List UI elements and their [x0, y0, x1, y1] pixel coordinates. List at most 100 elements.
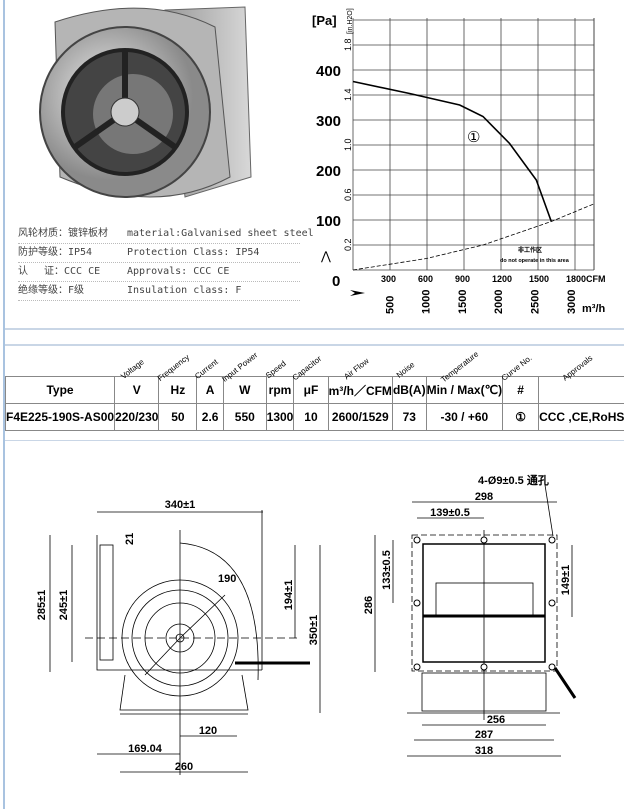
spec-en: material:Galvanised sheet steel	[127, 228, 314, 239]
data-cell: -30 / +60	[425, 403, 504, 431]
x-tick-m3h: 1000	[421, 290, 433, 314]
x-tick-m3h: 1500	[457, 290, 469, 314]
dim-169: 169.04	[128, 743, 163, 755]
divider	[5, 328, 624, 330]
y-tick: 400	[316, 63, 341, 80]
unit-cell: rpm	[265, 376, 295, 404]
data-cell: F4E225-190S-AS00	[4, 403, 116, 431]
zone-cn: 非工作区	[518, 246, 542, 254]
y-unit: [Pa]	[312, 13, 337, 28]
unit-cell: dB(A)	[391, 376, 427, 404]
spec-cn: 防护等级：IP54	[18, 247, 93, 258]
y2-tick: 1.4	[343, 88, 353, 101]
spec-line: 绝缘等级：F级 Insulation class: F	[18, 282, 300, 301]
spec-en: Approvals: CCC CE	[127, 266, 230, 277]
x2-unit: m³/h	[582, 303, 606, 315]
data-cell: 2600/1529	[327, 403, 393, 431]
zone-en: do not operate in this area	[500, 258, 570, 264]
header-cell: Curve No.	[499, 346, 539, 382]
spec-en: Protection Class: IP54	[127, 247, 260, 258]
y-tick: 0	[332, 273, 340, 290]
x-tick-cfm: 900	[455, 274, 470, 284]
y2-tick: 0.6	[343, 188, 353, 201]
dim-149: 149±1	[560, 565, 572, 596]
arrow-right-icon	[350, 290, 365, 296]
x-tick-m3h: 3000	[566, 290, 578, 314]
unit-cell	[538, 376, 624, 404]
dim-260: 260	[175, 761, 193, 773]
fan-photo	[39, 6, 252, 198]
y2-tick: 0.2	[343, 238, 353, 251]
y-tick: 300	[316, 113, 341, 130]
dim-139: 139±0.5	[430, 507, 470, 519]
curve-label: ①	[467, 129, 480, 146]
series-curve-1	[352, 80, 553, 222]
spec-cn: 风轮材质：镀锌板材	[18, 228, 108, 239]
x-tick-cfm: 1500	[529, 274, 549, 284]
unit-cell: μF	[293, 376, 329, 404]
header-cell: Capacitor	[290, 346, 328, 382]
unit-cell: Type	[4, 376, 116, 404]
data-cell: 220/230	[114, 403, 160, 431]
header-cell: Air Flow	[328, 346, 392, 381]
unit-cell: m³/h／CFM	[327, 376, 393, 404]
dim-21: 21	[124, 533, 136, 545]
x-tick-cfm: 1800CFM	[566, 274, 606, 284]
dim-287: 287	[475, 729, 493, 741]
unit-cell: V	[114, 376, 160, 404]
x-tick-m3h: 2000	[493, 290, 505, 314]
series-limit-line	[352, 203, 594, 271]
x-tick-m3h: 2500	[529, 290, 541, 314]
x-tick-cfm: 300	[381, 274, 396, 284]
header-cell: Temperature	[426, 346, 502, 385]
spec-cn: 绝缘等级：F级	[18, 285, 85, 296]
side-view-drawing: 4-Ø9±0.5 通孔 298 139±0.5 133±0.5 286 149±…	[363, 474, 577, 757]
data-cell: 550	[222, 403, 267, 431]
unit-cell: A	[196, 376, 224, 404]
header-cell: Speed	[264, 346, 294, 380]
header-cell	[6, 346, 115, 377]
dim-190: 190	[218, 573, 236, 585]
dim-256: 256	[487, 714, 505, 726]
header-cell: Approvals	[539, 346, 624, 383]
performance-chart: [Pa][in.H2O]01002003004000.20.61.01.41.8…	[312, 8, 606, 315]
data-cell: 50	[158, 403, 198, 431]
dim-340: 340±1	[165, 499, 196, 511]
left-border	[3, 0, 5, 809]
dim-298: 298	[475, 491, 493, 503]
x-tick-cfm: 600	[418, 274, 433, 284]
arrow-up-icon: ⋀	[320, 249, 331, 263]
front-view-drawing: 340±1 285±1 245±1 21 190 194±1 350±1 120…	[36, 499, 321, 775]
y2-unit: [in.H2O]	[347, 8, 354, 34]
dim-194: 194±1	[283, 580, 295, 611]
header-cell: Input Power	[221, 346, 266, 384]
spec-line: 风轮材质：镀锌板材 material:Galvanised sheet steel	[18, 225, 314, 244]
dim-120: 120	[199, 725, 217, 737]
spec-line: 防护等级：IP54 Protection Class: IP54	[18, 244, 300, 263]
hole-note: 4-Ø9±0.5 通孔	[478, 474, 549, 487]
y-tick: 100	[316, 213, 341, 230]
spec-cn: 认 证：CCC CE	[18, 266, 101, 277]
dim-318: 318	[475, 745, 493, 757]
divider	[5, 440, 624, 441]
spec-line: 认 证：CCC CE Approvals: CCC CE	[18, 263, 300, 282]
data-cell: 1300	[265, 403, 295, 431]
dim-286: 286	[363, 596, 375, 614]
dim-285: 285±1	[36, 590, 48, 621]
data-cell: 10	[293, 403, 329, 431]
x-tick-m3h: 500	[384, 296, 396, 314]
header-cell: Frequency	[156, 346, 197, 383]
dim-350: 350±1	[308, 615, 320, 646]
dim-133: 133±0.5	[381, 550, 393, 590]
y2-tick: 1.0	[343, 138, 353, 151]
header-cell: Noise	[392, 346, 426, 380]
unit-cell: Hz	[158, 376, 198, 404]
data-cell: 73	[391, 403, 427, 431]
data-cell: 2.6	[196, 403, 224, 431]
header-cell: Voltage	[115, 346, 159, 381]
data-cell: ①	[502, 403, 540, 431]
x-tick-cfm: 1200	[492, 274, 512, 284]
spec-en: Insulation class: F	[127, 285, 242, 296]
